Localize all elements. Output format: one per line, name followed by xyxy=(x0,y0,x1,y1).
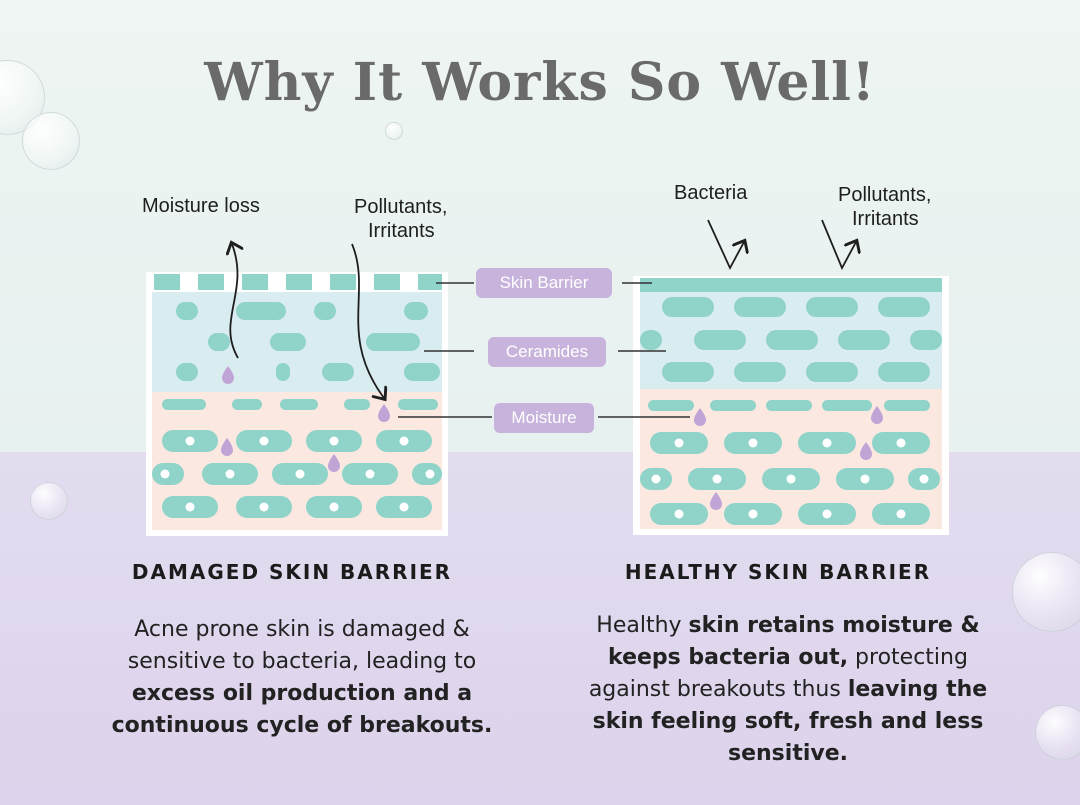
healthy-desc-part1: Healthy xyxy=(596,613,689,638)
damaged-barrier-description: Acne prone skin is damaged & sensitive t… xyxy=(92,614,512,742)
pollutants-entry-arrow xyxy=(351,243,384,398)
bacteria-deflect-arrow xyxy=(707,219,744,271)
damaged-skin-diagram: Moisture loss Pollutants, Irritants xyxy=(142,195,448,536)
moisture-loss-arrow xyxy=(230,244,238,359)
ceramides-callout: Ceramides xyxy=(488,337,606,367)
right-pollutants-label-line2: Irritants xyxy=(852,208,919,230)
skin-barrier-diagram: Moisture loss Pollutants, Irritants xyxy=(142,182,949,536)
moisture-loss-label: Moisture loss xyxy=(142,195,260,217)
healthy-barrier-heading: HEALTHY SKIN BARRIER xyxy=(624,560,932,584)
callout-leader-lines xyxy=(398,282,690,418)
bubble-decoration xyxy=(22,112,80,170)
right-pollutants-label-line1: Pollutants, xyxy=(838,184,931,206)
healthy-barrier-description: Healthy skin retains moisture & keeps ba… xyxy=(578,610,998,770)
bubble-decoration xyxy=(1035,705,1080,760)
left-pollutants-label-line1: Pollutants, xyxy=(354,196,447,218)
damaged-desc-bold: excess oil production and a continuous c… xyxy=(111,681,493,738)
bubble-decoration xyxy=(385,122,403,140)
healthy-skin-diagram: Bacteria Pollutants, Irritants xyxy=(633,182,949,535)
left-pollutants-label-line2: Irritants xyxy=(368,220,435,242)
scattered-ceramides xyxy=(176,302,440,381)
moisture-callout: Moisture xyxy=(494,403,594,433)
intact-skin-barrier xyxy=(640,278,942,292)
aligned-ceramides xyxy=(640,297,942,382)
healthy-desc-part3: protecting against breakouts thus xyxy=(588,645,968,702)
page-title: Why It Works So Well! xyxy=(204,52,876,113)
pollutants-deflect-arrow xyxy=(821,219,856,271)
bubble-decoration xyxy=(30,482,68,520)
bacteria-label: Bacteria xyxy=(674,182,748,204)
damaged-desc-plain: Acne prone skin is damaged & sensitive t… xyxy=(127,617,477,674)
moisture-droplets xyxy=(221,366,390,472)
healthy-desc-part2: skin retains moisture & keeps bacteria o… xyxy=(608,613,980,670)
bubble-decoration xyxy=(1012,552,1080,632)
retained-moisture-droplets xyxy=(694,406,883,510)
broken-skin-barrier xyxy=(154,274,442,290)
healthy-desc-part4: leaving the skin feeling soft, fresh and… xyxy=(592,677,988,766)
skin-barrier-callout: Skin Barrier xyxy=(476,268,612,298)
damaged-barrier-heading: DAMAGED SKIN BARRIER xyxy=(131,560,453,584)
